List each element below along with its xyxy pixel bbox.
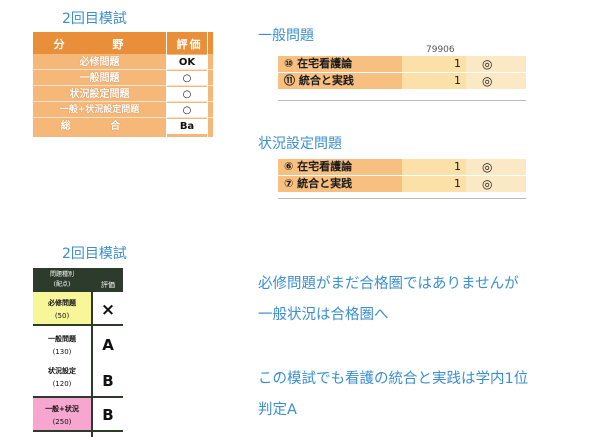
general-results-strip: 79906 ⑩ 在宅看護論 1 ◎ ⑪ 統合と実践 1 ◎ xyxy=(278,46,526,104)
row-category: 状況設定問題 xyxy=(69,89,130,100)
row-result: ○ xyxy=(167,103,207,118)
row-result: ○ xyxy=(167,87,207,102)
table-row: 一般+状況設定問題 ○ xyxy=(33,103,213,118)
header-category: 問題種別 xyxy=(49,271,74,278)
header-points: (配点) xyxy=(53,281,71,288)
row-category: 必修問題 xyxy=(48,299,76,307)
row-points: (250) xyxy=(52,418,72,426)
row-label: ⑥ 在宅看護論 xyxy=(284,160,353,173)
row-result: B xyxy=(102,372,114,390)
heading-general: 一般問題 xyxy=(258,28,314,44)
row-count: 1 xyxy=(454,177,461,190)
row-label: ⑪ 統合と実践 xyxy=(284,74,354,87)
partial-value: 79906 xyxy=(426,45,455,55)
table-row: 総 合 Ba xyxy=(33,119,213,134)
double-circle-icon: ◎ xyxy=(482,160,493,174)
double-circle-icon: ◎ xyxy=(482,74,493,88)
table-row: 状況設定 (120) B xyxy=(33,362,123,398)
row-result: OK xyxy=(167,55,207,70)
row-result: × xyxy=(100,300,116,320)
row-count: 1 xyxy=(454,74,461,87)
row-category: 一般+状況 xyxy=(45,405,79,413)
table-row: 必修問題 (50) × xyxy=(33,292,123,326)
body-text-line-3: この模試でも看護の統合と実践は学内1位 xyxy=(258,371,529,387)
table-row: 一般+状況 (250) B xyxy=(33,398,123,432)
row-category: 一般+状況設定問題 xyxy=(59,105,140,115)
row-result: B xyxy=(102,406,114,424)
heading-mock-1: 2回目模試 xyxy=(62,11,127,27)
general-row: ⑪ 統合と実践 1 ◎ xyxy=(278,73,526,89)
row-count: 1 xyxy=(454,57,461,70)
table-row: 必修問題 OK xyxy=(33,55,213,70)
header-evaluation: 評価 xyxy=(101,281,115,289)
body-text-line-2: 一般状況は合格圏へ xyxy=(258,307,389,323)
table-row: 一般問題 ○ xyxy=(33,71,213,86)
results-table-header: 問題種別 (配点) 評価 xyxy=(33,268,123,292)
results-table-2: 問題種別 (配点) 評価 必修問題 (50) × 一般問題 (130) A 状況… xyxy=(33,268,123,437)
results-table-1: 分 野 評価 必修問題 OK 一般問題 ○ 状況設定問題 ○ 一般+状況設定問題… xyxy=(33,32,213,137)
row-points: (130) xyxy=(52,348,72,356)
double-circle-icon: ◎ xyxy=(482,177,493,191)
row-category: 一般問題 xyxy=(79,73,120,84)
row-category: 一般問題 xyxy=(48,335,76,343)
row-result: ○ xyxy=(167,71,207,86)
row-category: 状況設定 xyxy=(48,367,76,375)
row-label: ⑦ 統合と実践 xyxy=(284,177,353,190)
situational-results-strip: ⑥ 在宅看護論 1 ◎ ⑦ 統合と実践 1 ◎ xyxy=(278,156,526,200)
results-table-header: 分 野 評価 xyxy=(33,32,213,54)
row-count: 1 xyxy=(454,160,461,173)
situational-row: ⑦ 統合と実践 1 ◎ xyxy=(278,176,526,192)
row-category: 総 合 xyxy=(60,121,139,132)
row-result: A xyxy=(102,336,114,354)
row-result: Ba xyxy=(167,119,207,134)
row-category: 必修問題 xyxy=(79,57,120,68)
row-label: ⑩ 在宅看護論 xyxy=(284,57,353,70)
heading-mock-2: 2回目模試 xyxy=(62,246,127,262)
row-points: (50) xyxy=(54,312,70,320)
table-row: 一般問題 (130) A xyxy=(33,326,123,362)
general-row: ⑩ 在宅看護論 1 ◎ xyxy=(278,56,526,72)
situational-row: ⑥ 在宅看護論 1 ◎ xyxy=(278,159,526,175)
body-text-line-1: 必修問題がまだ合格圏ではありませんが xyxy=(258,276,519,292)
double-circle-icon: ◎ xyxy=(482,57,493,71)
heading-situational: 状況設定問題 xyxy=(258,136,342,152)
header-category: 分 野 xyxy=(53,38,146,51)
table-row: 状況設定問題 ○ xyxy=(33,87,213,102)
row-points: (120) xyxy=(52,380,72,388)
body-text-line-4: 判定A xyxy=(258,402,297,418)
header-evaluation: 評価 xyxy=(176,38,203,51)
